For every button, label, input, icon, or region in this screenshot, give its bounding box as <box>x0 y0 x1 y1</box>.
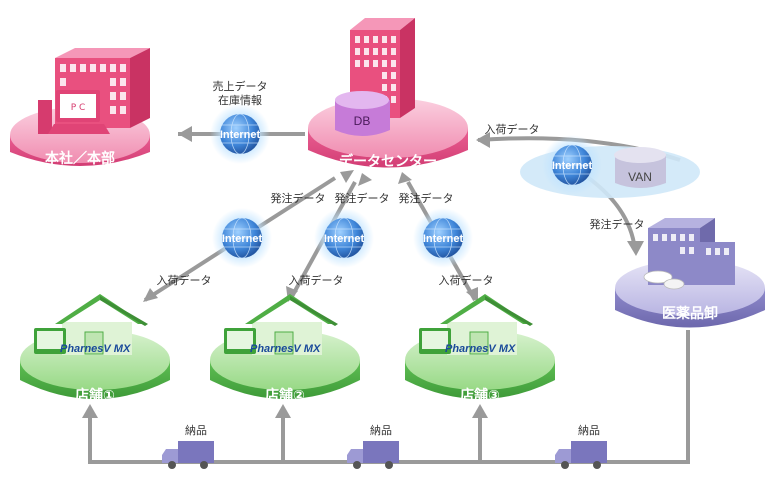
db-label: DB <box>354 114 371 128</box>
truck-icon <box>162 441 214 469</box>
pc-icon: P C <box>38 90 110 134</box>
store1-node: PharnesV MX 店舗① <box>20 294 170 404</box>
store3-node: PharnesV MX 店舗③ <box>405 294 555 404</box>
internet-globe-store1: Internet <box>212 208 272 268</box>
receipt-data-label-store3: 入荷データ <box>439 273 494 287</box>
store2-label: 店舗② <box>265 387 305 404</box>
truck-icon <box>347 441 399 469</box>
datacenter-node: DB データセンター <box>308 18 468 170</box>
order-data-label-store1: 発注データ <box>271 191 326 205</box>
inventory-info-label: 在庫情報 <box>218 93 262 107</box>
receipt-data-label-store1: 入荷データ <box>157 273 212 287</box>
datacenter-label: データセンター <box>339 153 437 170</box>
store3-brand-logo: PharnesV MX <box>445 343 516 355</box>
store3-label: 店舗③ <box>460 387 500 404</box>
wholesaler-node: 医薬品卸 <box>615 218 765 328</box>
order-data-label-store3: 発注データ <box>399 191 454 205</box>
delivery-label-2: 納品 <box>370 424 392 437</box>
internet-label: Internet <box>220 129 261 141</box>
store1-label: 店舗① <box>75 387 115 404</box>
receipt-data-label-store2: 入荷データ <box>289 273 344 287</box>
delivery-label-1: 納品 <box>185 424 207 437</box>
internet-label: Internet <box>552 160 593 172</box>
wholesaler-building-icon <box>643 218 735 290</box>
hq-node: P C 本社／本部 <box>10 48 150 167</box>
internet-label: Internet <box>222 233 263 245</box>
store2-node: PharnesV MX 店舗② <box>210 294 360 404</box>
internet-globe-hq: Internet <box>210 104 270 164</box>
store2-brand-logo: PharnesV MX <box>250 343 321 355</box>
pc-label: P C <box>71 103 86 113</box>
delivery-label-3: 納品 <box>578 424 600 437</box>
delivery-arrowheads <box>82 404 488 418</box>
db-icon: DB <box>335 91 390 136</box>
flow-arrowheads <box>143 126 644 302</box>
van-db-icon: VAN <box>614 147 666 188</box>
order-data-label-wholesaler: 発注データ <box>590 217 645 231</box>
wholesaler-label: 医薬品卸 <box>662 305 718 322</box>
internet-globe-van: Internet <box>542 135 602 195</box>
internet-globe-store2: Internet <box>314 208 374 268</box>
store1-brand-logo: PharnesV MX <box>60 343 131 355</box>
hq-label: 本社／本部 <box>45 150 115 167</box>
internet-label: Internet <box>324 233 365 245</box>
receipt-data-label-van: 入荷データ <box>485 122 540 136</box>
van-label: VAN <box>628 170 652 184</box>
order-data-label-store2: 発注データ <box>335 191 390 205</box>
sales-data-label: 売上データ <box>213 79 268 93</box>
internet-globe-store3: Internet <box>413 208 473 268</box>
internet-label: Internet <box>423 233 464 245</box>
truck-icon <box>555 441 607 469</box>
store-house-icon <box>419 294 533 355</box>
store-house-icon <box>224 294 338 355</box>
store-house-icon <box>34 294 148 355</box>
